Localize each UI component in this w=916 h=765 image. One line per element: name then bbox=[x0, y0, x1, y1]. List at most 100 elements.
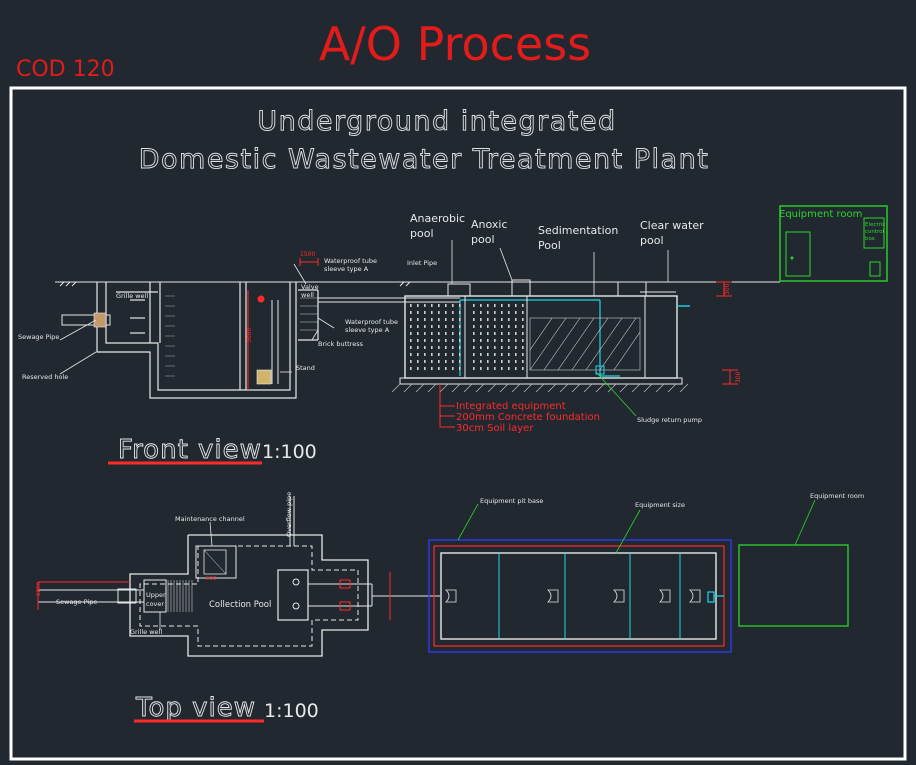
media-dot bbox=[501, 318, 503, 321]
media-dot bbox=[515, 346, 517, 349]
media-dot bbox=[452, 360, 454, 363]
media-dot bbox=[522, 367, 524, 370]
media-dot bbox=[424, 339, 426, 342]
media-dot bbox=[417, 353, 419, 356]
media-dot bbox=[522, 311, 524, 314]
media-dot bbox=[473, 360, 475, 363]
media-dot bbox=[522, 325, 524, 328]
dim-1200: 1200 bbox=[36, 582, 42, 596]
sewage-pipe-top-label: Sewage Pipe bbox=[56, 598, 97, 606]
media-dot bbox=[410, 353, 412, 356]
media-dot bbox=[508, 318, 510, 321]
drawing-title-line2: Domestic Wastewater Treatment Plant bbox=[139, 144, 710, 175]
media-dot bbox=[431, 367, 433, 370]
media-dot bbox=[508, 332, 510, 335]
media-dot bbox=[522, 304, 524, 307]
media-dot bbox=[515, 367, 517, 370]
media-dot bbox=[417, 367, 419, 370]
media-dot bbox=[410, 311, 412, 314]
media-dot bbox=[515, 353, 517, 356]
media-dot bbox=[501, 367, 503, 370]
media-dot bbox=[480, 318, 482, 321]
media-dot bbox=[445, 339, 447, 342]
media-dot bbox=[480, 367, 482, 370]
anoxic-pool-label-1: Anoxic bbox=[471, 218, 508, 231]
media-dot bbox=[473, 353, 475, 356]
media-dot bbox=[508, 346, 510, 349]
media-dot bbox=[480, 353, 482, 356]
media-dot bbox=[494, 325, 496, 328]
process-title: A/O Process bbox=[319, 17, 591, 71]
media-dot bbox=[508, 353, 510, 356]
top-view-caption: Top view bbox=[135, 693, 256, 723]
anoxic-pool-label-2: pool bbox=[471, 233, 495, 246]
top-view: Maintenance channel Overflow pipe Upper … bbox=[36, 492, 864, 724]
media-dot bbox=[473, 325, 475, 328]
media-dot bbox=[473, 304, 475, 307]
dim-3000: 3000 bbox=[246, 328, 253, 343]
media-dot bbox=[424, 346, 426, 349]
reserved-hole-label: Reserved hole bbox=[22, 373, 68, 381]
media-dot bbox=[452, 367, 454, 370]
media-dot bbox=[417, 311, 419, 314]
top-view-scale: 1:100 bbox=[264, 700, 319, 722]
media-dot bbox=[431, 318, 433, 321]
media-dot bbox=[459, 318, 461, 321]
anaerobic-pool-label-1: Anaerobic bbox=[410, 212, 465, 225]
media-dot bbox=[431, 332, 433, 335]
inlet-pipe-label: Inlet Pipe bbox=[407, 259, 437, 267]
media-dot bbox=[438, 332, 440, 335]
media-dot bbox=[508, 304, 510, 307]
waterproof-sleeve-1-label-1: Waterproof tube bbox=[324, 257, 377, 265]
sedimentation-pool-label-2: Pool bbox=[538, 239, 561, 252]
media-dot bbox=[515, 332, 517, 335]
media-dot bbox=[487, 353, 489, 356]
media-dot bbox=[452, 311, 454, 314]
dim-300-b: 300 bbox=[735, 371, 742, 383]
equipment-size bbox=[440, 552, 717, 640]
media-dot bbox=[459, 332, 461, 335]
media-dot bbox=[522, 360, 524, 363]
maintenance-channel-label: Maintenance channel bbox=[175, 515, 245, 523]
equipment-size-label: Equipment size bbox=[635, 501, 685, 509]
front-view-caption: Front view bbox=[118, 435, 262, 465]
grille-well-label: Grille well bbox=[116, 292, 148, 300]
media-dot bbox=[424, 325, 426, 328]
media-dot bbox=[410, 346, 412, 349]
media-dot bbox=[459, 346, 461, 349]
media-dot bbox=[438, 360, 440, 363]
media-dot bbox=[445, 318, 447, 321]
equipment-room-top-label: Equipment room bbox=[810, 492, 864, 500]
media-dot bbox=[487, 304, 489, 307]
media-dot bbox=[445, 360, 447, 363]
media-dot bbox=[445, 304, 447, 307]
concrete-foundation-label: 200mm Concrete foundation bbox=[456, 412, 600, 423]
media-dot bbox=[424, 332, 426, 335]
media-dot bbox=[501, 325, 503, 328]
valve-well-label-1: Valve bbox=[301, 283, 319, 291]
media-dot bbox=[424, 360, 426, 363]
media-dot bbox=[508, 325, 510, 328]
media-dot bbox=[452, 304, 454, 307]
anaerobic-pool-label-2: pool bbox=[410, 227, 434, 240]
media-dot bbox=[515, 339, 517, 342]
media-dot bbox=[431, 353, 433, 356]
valve-well-label-2: well bbox=[301, 291, 314, 299]
upper-cover-label-2: cover bbox=[146, 600, 164, 608]
media-dot bbox=[431, 304, 433, 307]
media-dot bbox=[473, 332, 475, 335]
media-dot bbox=[480, 332, 482, 335]
upper-cover-label-1: Upper bbox=[146, 591, 166, 599]
electric-box-label-1: Electric bbox=[865, 222, 885, 228]
media-dot bbox=[431, 339, 433, 342]
media-dot bbox=[445, 332, 447, 335]
media-dot bbox=[494, 332, 496, 335]
media-dot bbox=[438, 367, 440, 370]
dim-300-a: 300 bbox=[724, 283, 731, 295]
media-dot bbox=[508, 360, 510, 363]
media-dot bbox=[522, 346, 524, 349]
integrated-equipment-label: Integrated equipment bbox=[456, 401, 566, 412]
media-dot bbox=[515, 318, 517, 321]
waterproof-sleeve-2-label-1: Waterproof tube bbox=[345, 318, 398, 326]
